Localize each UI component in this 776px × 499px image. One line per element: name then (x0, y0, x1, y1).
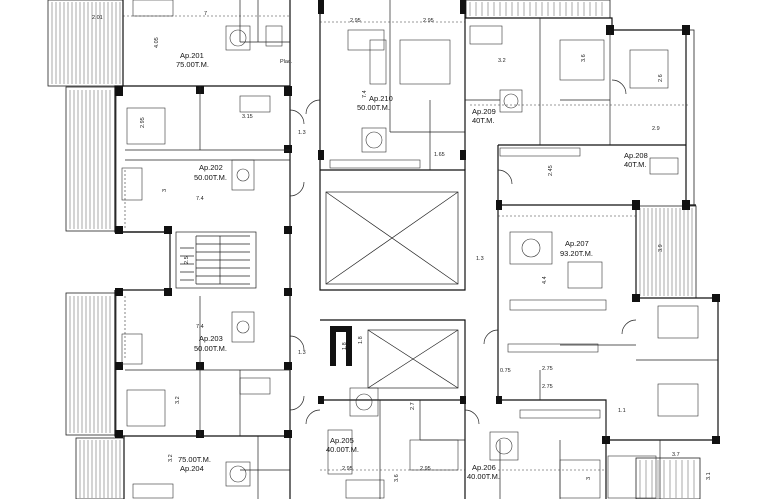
ap201-name: Ap.201 (180, 51, 204, 60)
apartment-ap210: Ap.210 50.00T.M. (357, 94, 393, 112)
dim-12: 2.95 (140, 117, 146, 128)
dim-plac: Plac. (280, 59, 293, 65)
dim-10: 1.3 (298, 130, 306, 136)
light-shaft (325, 191, 459, 389)
interior-walls (125, 0, 718, 499)
balconies (47, 0, 701, 499)
ap206-name: Ap.206 (472, 463, 496, 472)
ap210-name: Ap.210 (369, 94, 393, 103)
dim-28: 0.75 (500, 368, 511, 374)
ap208-name: Ap.208 (624, 151, 648, 160)
ap207-area: 93.20T.M. (560, 249, 593, 258)
dim-31: 2.7 (410, 402, 416, 410)
dim-7: 3.6 (581, 54, 587, 62)
ap205-area: 40.00T.M. (326, 445, 359, 454)
dim-17: 7.4 (196, 196, 204, 202)
exterior-walls (114, 0, 719, 499)
dim-22: 7.4 (196, 324, 204, 330)
dim-20: 3.9 (658, 244, 664, 252)
dim-37: 3 (586, 477, 592, 480)
dim-38: 3.2 (168, 454, 174, 462)
dim-24: 1.8 (342, 342, 348, 350)
dim-4: 2.95 (350, 18, 361, 24)
apartment-ap208: Ap.208 40T.M. (624, 151, 648, 169)
dimension-labels: 2.01 7 4.05 2.95 2.95 3.2 3.6 2.6 7.4 1.… (92, 11, 712, 482)
dim-36: 3.1 (706, 472, 712, 480)
apartment-ap204: 75.00T.M. Ap.204 (178, 455, 211, 473)
dim-5: 2.95 (423, 18, 434, 24)
dim-23: 1.3 (298, 350, 306, 356)
dim-19: 1.3 (476, 256, 484, 262)
door-swings (289, 79, 637, 425)
ap207-name: Ap.207 (565, 239, 589, 248)
ap202-area: 50.00T.M. (194, 173, 227, 182)
dim-29: 2.75 (542, 384, 553, 390)
dim-2: 7 (204, 11, 207, 17)
ap206-area: 40.00T.M. (467, 472, 500, 481)
ap209-area: 40T.M. (472, 116, 495, 125)
dim-25: 1.8 (358, 336, 364, 344)
dim-8: 2.6 (658, 74, 664, 82)
dim-11: 3.15 (242, 114, 253, 120)
dim-21: 4.4 (542, 276, 548, 284)
ap203-area: 50.00T.M. (194, 344, 227, 353)
ap202-name: Ap.202 (199, 163, 223, 172)
apartment-ap209: Ap.209 40T.M. (472, 107, 496, 125)
ap204-area: 75.00T.M. (178, 455, 211, 464)
dim-3: 4.05 (154, 37, 160, 48)
staircase (175, 231, 257, 289)
dim-15: 2.45 (548, 165, 554, 176)
dim-13: 1.65 (434, 152, 445, 158)
dim-16: 3 (162, 189, 168, 192)
dim-26: 3.2 (175, 396, 181, 404)
ap204-name: Ap.204 (180, 464, 204, 473)
ap201-area: 75.00T.M. (176, 60, 209, 69)
balcony-hatching (51, 2, 695, 498)
ap209-name: Ap.209 (472, 107, 496, 116)
apartment-ap202: Ap.202 50.00T.M. (194, 163, 227, 182)
apartment-ap206: Ap.206 40.00T.M. (467, 463, 500, 481)
dim-33: 2.95 (420, 466, 431, 472)
apartment-labels: Ap.201 75.00T.M. Ap.202 50.00T.M. Ap.203… (176, 51, 648, 481)
apartment-ap205: Ap.205 40.00T.M. (326, 436, 359, 454)
dim-6: 3.2 (498, 58, 506, 64)
ap210-area: 50.00T.M. (357, 103, 390, 112)
ap205-name: Ap.205 (330, 436, 354, 445)
dim-34: 3.6 (394, 474, 400, 482)
dim-9: 7.4 (362, 90, 368, 98)
dim-30: 1.1 (618, 408, 626, 414)
ap203-name: Ap.203 (199, 334, 223, 343)
dim-27: 2.75 (542, 366, 553, 372)
dim-1: 2.01 (92, 15, 103, 21)
dim-14: 2.9 (652, 126, 660, 132)
dim-35: 3.7 (672, 452, 680, 458)
apartment-ap201: Ap.201 75.00T.M. (176, 51, 209, 69)
furniture (121, 0, 699, 499)
dim-32: 2.95 (342, 466, 353, 472)
apartment-ap203: Ap.203 50.00T.M. (194, 334, 227, 353)
dim-18: 2.5 (184, 256, 190, 264)
apartment-ap207: Ap.207 93.20T.M. (560, 239, 593, 258)
ap208-area: 40T.M. (624, 160, 647, 169)
